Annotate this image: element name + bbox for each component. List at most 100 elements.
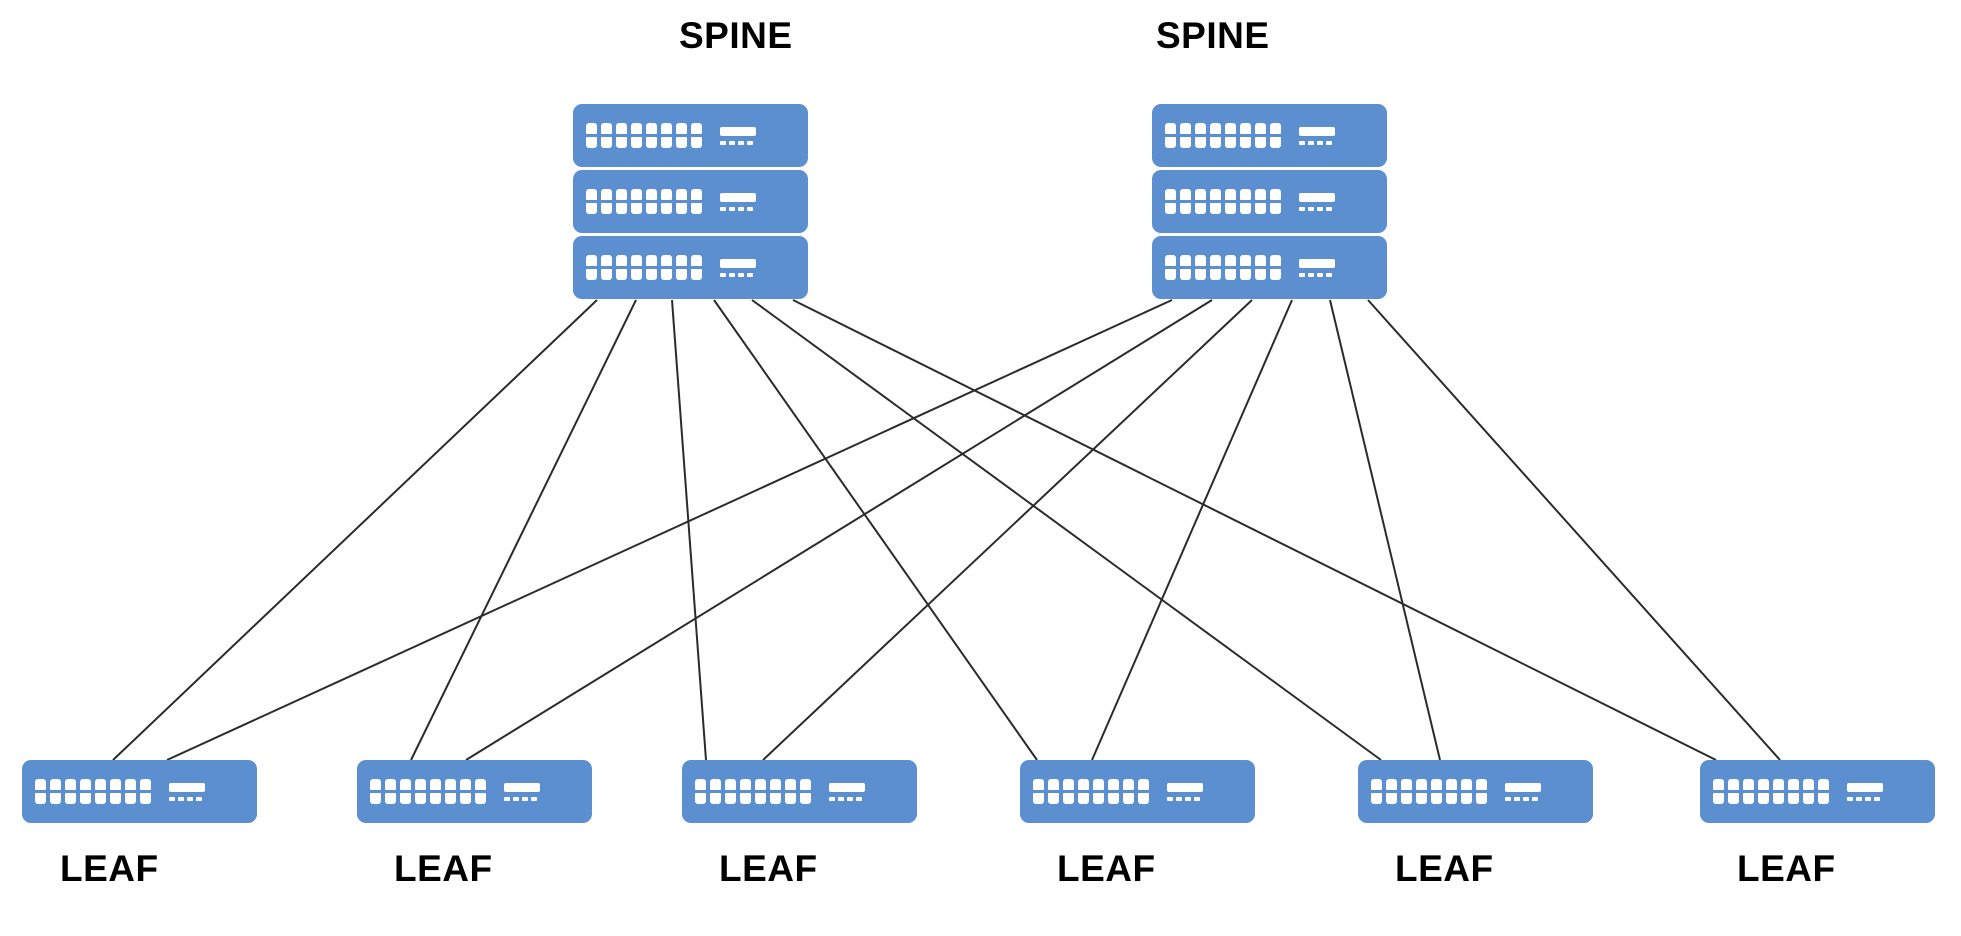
ethernet-port-icon: [1401, 779, 1412, 790]
ethernet-port-icon: [1225, 203, 1236, 214]
ethernet-port-icon: [50, 779, 61, 790]
link-spine-2-to-leaf-3: [762, 299, 1253, 761]
leaf-switch-leaf-1[interactable]: [22, 760, 257, 823]
ethernet-port-icon: [1240, 189, 1251, 200]
spine-1-unit3-chassis: [573, 236, 808, 299]
ethernet-port-icon: [740, 793, 751, 804]
ethernet-port-icon: [1033, 793, 1044, 804]
ethernet-port-icon: [661, 203, 672, 214]
leaf-1-port-array: [35, 779, 151, 804]
ethernet-port-icon: [676, 137, 687, 148]
link-spine-2-to-leaf-1: [166, 299, 1173, 761]
ethernet-port-icon: [586, 137, 597, 148]
led-icon: [829, 796, 835, 801]
spine-2-unit1-port-array: [1165, 123, 1281, 148]
ethernet-port-icon: [1788, 779, 1799, 790]
ethernet-port-icon: [601, 189, 612, 200]
leaf-5-port-row-down: [1371, 793, 1487, 804]
ethernet-port-icon: [1225, 255, 1236, 266]
leaf-6-port-row-down: [1713, 793, 1829, 804]
led-icon: [178, 796, 184, 801]
led-indicator-row: [1299, 206, 1335, 211]
ethernet-port-icon: [1195, 269, 1206, 280]
ethernet-port-icon: [770, 793, 781, 804]
spine-label-spine-2: SPINE: [1156, 15, 1270, 56]
led-icon: [738, 206, 744, 211]
led-icon: [1326, 272, 1332, 277]
ethernet-port-icon: [1270, 189, 1281, 200]
spine-1-unit1-port-array: [586, 123, 702, 148]
ethernet-port-icon: [1108, 793, 1119, 804]
ethernet-port-icon: [601, 255, 612, 266]
leaf-switch-leaf-4[interactable]: [1020, 760, 1255, 823]
leaf-switch-leaf-2[interactable]: [357, 760, 592, 823]
ethernet-port-icon: [785, 793, 796, 804]
ethernet-port-icon: [646, 137, 657, 148]
leaf-switch-leaf-3[interactable]: [682, 760, 917, 823]
led-icon: [1176, 796, 1182, 801]
ethernet-port-icon: [695, 779, 706, 790]
ethernet-port-icon: [631, 123, 642, 134]
ethernet-port-icon: [1713, 779, 1724, 790]
ethernet-port-icon: [1225, 269, 1236, 280]
ethernet-port-icon: [586, 269, 597, 280]
ethernet-port-icon: [676, 269, 687, 280]
spine-2-unit3-chassis: [1152, 236, 1387, 299]
leaf-1-status-panel: [169, 782, 205, 801]
display-bar-icon: [720, 192, 756, 202]
ethernet-port-icon: [1210, 203, 1221, 214]
ethernet-port-icon: [1033, 779, 1044, 790]
ethernet-port-icon: [616, 203, 627, 214]
led-icon: [1326, 140, 1332, 145]
ethernet-port-icon: [601, 137, 612, 148]
ethernet-port-icon: [661, 123, 672, 134]
ethernet-port-icon: [1446, 779, 1457, 790]
ethernet-port-icon: [460, 779, 471, 790]
led-icon: [1856, 796, 1862, 801]
ethernet-port-icon: [1371, 779, 1382, 790]
led-icon: [747, 206, 753, 211]
ethernet-port-icon: [385, 793, 396, 804]
led-icon: [1874, 796, 1880, 801]
ethernet-port-icon: [691, 269, 702, 280]
leaf-switch-leaf-5[interactable]: [1358, 760, 1593, 823]
ethernet-port-icon: [725, 779, 736, 790]
ethernet-port-icon: [1255, 137, 1266, 148]
ethernet-port-icon: [1431, 793, 1442, 804]
spine-switch-spine-2[interactable]: [1152, 104, 1387, 299]
ethernet-port-icon: [1165, 137, 1176, 148]
ethernet-port-icon: [1180, 203, 1191, 214]
ethernet-port-icon: [691, 123, 702, 134]
ethernet-port-icon: [1210, 137, 1221, 148]
led-indicator-row: [1299, 140, 1335, 145]
ethernet-port-icon: [50, 793, 61, 804]
leaf-6-port-row-up: [1713, 779, 1829, 790]
ethernet-port-icon: [631, 137, 642, 148]
ethernet-port-icon: [1773, 779, 1784, 790]
led-icon: [1185, 796, 1191, 801]
spine-1-unit1-port-row-up: [586, 123, 702, 134]
ethernet-port-icon: [616, 269, 627, 280]
led-indicator-row: [720, 272, 756, 277]
ethernet-port-icon: [1270, 203, 1281, 214]
leaf-label-leaf-2: LEAF: [394, 848, 493, 889]
ethernet-port-icon: [400, 793, 411, 804]
spine-switch-spine-1[interactable]: [573, 104, 808, 299]
ethernet-port-icon: [1195, 189, 1206, 200]
ethernet-port-icon: [616, 255, 627, 266]
ethernet-port-icon: [710, 793, 721, 804]
ethernet-port-icon: [1093, 793, 1104, 804]
led-icon: [504, 796, 510, 801]
ethernet-port-icon: [1818, 779, 1829, 790]
led-icon: [1167, 796, 1173, 801]
leaf-2-port-row-up: [370, 779, 486, 790]
ethernet-port-icon: [80, 779, 91, 790]
ethernet-port-icon: [1255, 255, 1266, 266]
leaf-switch-leaf-6[interactable]: [1700, 760, 1935, 823]
leaf-5-port-array: [1371, 779, 1487, 804]
spine-label-spine-1: SPINE: [679, 15, 793, 56]
ethernet-port-icon: [430, 779, 441, 790]
display-bar-icon: [1299, 126, 1335, 136]
ethernet-port-icon: [631, 269, 642, 280]
spine-2-unit2-port-row-up: [1165, 189, 1281, 200]
